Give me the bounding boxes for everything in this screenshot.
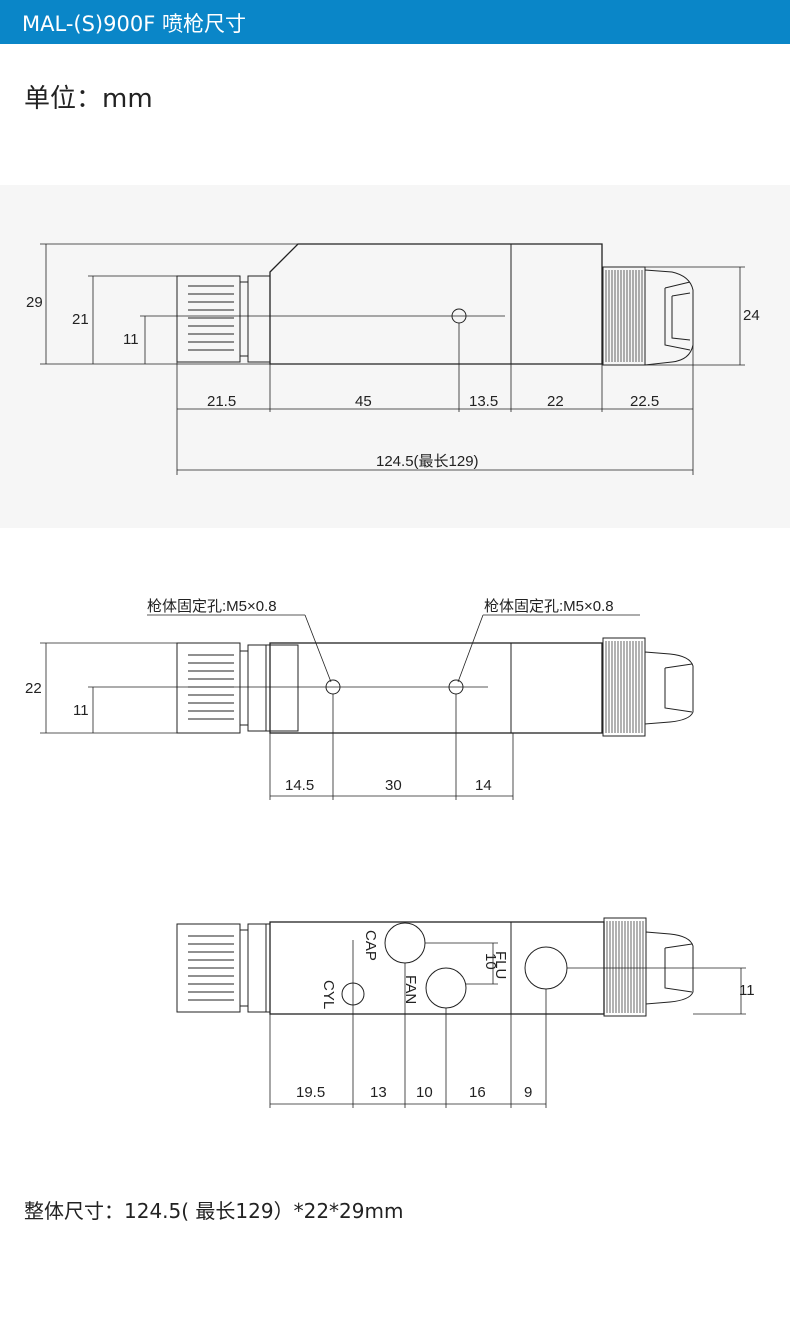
view3-port-flu: FLU bbox=[492, 951, 509, 979]
view2-callout-left: 枪体固定孔:M5×0.8 bbox=[147, 598, 277, 615]
view1-length-21-5: 21.5 bbox=[207, 393, 236, 410]
view1-length-22: 22 bbox=[547, 393, 564, 410]
header-bar: MAL-(S)900F 喷枪尺寸 bbox=[0, 0, 790, 44]
view3-length-13: 13 bbox=[370, 1084, 387, 1101]
view2-length-30: 30 bbox=[385, 777, 402, 794]
view1-length-13-5: 13.5 bbox=[469, 393, 498, 410]
view1-total-length: 124.5(最长129) bbox=[376, 453, 479, 470]
view2-height-22: 22 bbox=[25, 680, 42, 697]
view3-length-19-5: 19.5 bbox=[296, 1084, 325, 1101]
view2-ring-knurl bbox=[605, 641, 643, 733]
view2-dimension-lines bbox=[40, 614, 640, 800]
view3-length-16: 16 bbox=[469, 1084, 486, 1101]
view1-labels: 29 21 11 24 21.5 45 13.5 22 22.5 124.5(最… bbox=[26, 294, 760, 470]
page-title: MAL-(S)900F 喷枪尺寸 bbox=[22, 12, 246, 36]
view3-offset-10: 10 bbox=[482, 953, 499, 970]
view1-height-21: 21 bbox=[72, 311, 89, 328]
view3-labels: CAP CYL FAN FLU 10 11 19.5 13 10 16 9 bbox=[296, 930, 755, 1101]
view3-port-fan: FAN bbox=[402, 975, 419, 1004]
view3-port-cap: CAP bbox=[362, 930, 379, 961]
view3-port-cyl: CYL bbox=[320, 980, 337, 1009]
view1-height-29: 29 bbox=[26, 294, 43, 311]
view3-height-11: 11 bbox=[739, 982, 755, 999]
view1-height-11: 11 bbox=[123, 331, 139, 348]
view3-length-10: 10 bbox=[416, 1084, 433, 1101]
view3-cap-ridges bbox=[188, 935, 234, 1001]
view3-length-9: 9 bbox=[524, 1084, 532, 1101]
view1-dimension-lines bbox=[40, 243, 745, 475]
view1-cap-ridges bbox=[188, 285, 234, 351]
view3-ring-knurl bbox=[606, 921, 644, 1013]
view2-length-14-5: 14.5 bbox=[285, 777, 314, 794]
overall-dimensions-note: 整体尺寸：124.5( 最长129）*22*29mm bbox=[24, 1199, 404, 1223]
view2-callout-right: 枪体固定孔:M5×0.8 bbox=[484, 598, 614, 615]
view1-gun-outline bbox=[176, 243, 694, 366]
view1-length-45: 45 bbox=[355, 393, 372, 410]
view3-gun-outline bbox=[176, 917, 694, 1017]
unit-label: 单位：mm bbox=[24, 84, 153, 114]
view2-height-11: 11 bbox=[73, 702, 89, 719]
view1-length-22-5: 22.5 bbox=[630, 393, 659, 410]
view2-labels: 枪体固定孔:M5×0.8 枪体固定孔:M5×0.8 22 11 14.5 30 … bbox=[25, 598, 614, 794]
view2-length-14: 14 bbox=[475, 777, 492, 794]
view1-background bbox=[0, 185, 790, 528]
view3-dimension-lines bbox=[269, 940, 746, 1108]
view1-ring-knurl bbox=[605, 270, 643, 362]
view1-height-24: 24 bbox=[743, 307, 760, 324]
